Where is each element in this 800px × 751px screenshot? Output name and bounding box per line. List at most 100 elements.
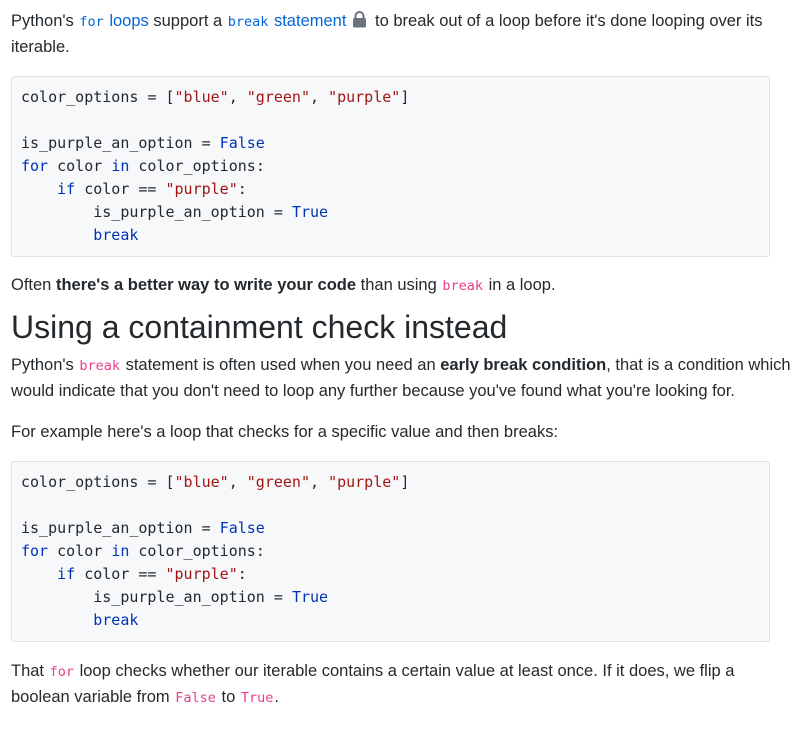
code-whitespace-token — [21, 226, 93, 244]
code-identifier-token: is_purple_an_option — [93, 203, 265, 221]
code-whitespace-token — [156, 180, 165, 198]
last-para-text-2: loop checks whether our iterable contain… — [11, 662, 735, 706]
code-keyword-token: in — [111, 157, 130, 175]
code-identifier-token: color — [84, 565, 130, 583]
code-keyword-token: True — [291, 588, 329, 606]
code-whitespace-token — [21, 203, 93, 221]
example-paragraph: For example here's a loop that checks fo… — [11, 423, 559, 441]
code-string-token: "blue" — [174, 473, 229, 491]
code-punctuation-token: , — [228, 473, 238, 491]
often-text-1: Often — [11, 276, 56, 294]
break-para-bold-text: early break condition — [440, 356, 607, 374]
code-whitespace-token — [283, 203, 292, 221]
code-identifier-token: color — [57, 157, 103, 175]
last-para-text-4: . — [274, 688, 279, 706]
code-line: if color == "purple": — [21, 563, 761, 586]
break-inline-code: break — [79, 358, 120, 374]
code-block-1: color_options = ["blue", "green", "purpl… — [11, 76, 770, 257]
code-keyword-token: for — [21, 157, 49, 175]
code-punctuation-token: : — [255, 542, 265, 560]
true-inline-code: True — [240, 690, 274, 706]
for-loops-link-text: loops — [104, 12, 149, 30]
code-whitespace-token — [156, 565, 165, 583]
code-string-token: "purple" — [328, 473, 401, 491]
article-content: Python's for loops support a break state… — [0, 9, 791, 711]
code-line: color_options = ["blue", "green", "purpl… — [21, 86, 761, 109]
code-punctuation-token: , — [310, 88, 320, 106]
code-identifier-token: color — [57, 542, 103, 560]
code-whitespace-token — [102, 542, 111, 560]
code-punctuation-token: : — [237, 565, 247, 583]
code-keyword-token: break — [93, 611, 139, 629]
code-line-text: is_purple_an_option = True — [21, 588, 328, 606]
intro-paragraph: Python's for loops support a break state… — [11, 9, 791, 60]
for-link-code: for — [79, 14, 104, 30]
code-punctuation-token: ] — [400, 88, 410, 106]
code-punctuation-token: = — [201, 519, 211, 537]
code-line: break — [21, 224, 761, 247]
code-block-2: color_options = ["blue", "green", "purpl… — [11, 461, 770, 642]
often-text-3: in a loop. — [484, 276, 556, 294]
code-line-text: color_options = ["blue", "green", "purpl… — [21, 473, 409, 491]
code-string-token: "blue" — [174, 88, 229, 106]
code-line-text: break — [21, 611, 138, 629]
for-loops-link[interactable]: for loops — [78, 12, 148, 30]
code-keyword-token: for — [21, 542, 49, 560]
code-keyword-token: break — [93, 226, 139, 244]
last-para-text-3: to — [216, 688, 240, 706]
code-whitespace-token — [193, 519, 202, 537]
code-punctuation-token: = — [201, 134, 211, 152]
code-punctuation-token: ] — [400, 473, 410, 491]
code-punctuation-token: == — [138, 180, 157, 198]
section-heading: Using a containment check instead — [11, 309, 508, 345]
code-punctuation-token: : — [255, 157, 265, 175]
code-whitespace-token — [21, 180, 57, 198]
code-string-token: "purple" — [328, 88, 401, 106]
last-paragraph: That for loop checks whether our iterabl… — [11, 659, 791, 711]
code-string-token: "purple" — [165, 565, 238, 583]
code-line-text: break — [21, 226, 138, 244]
break-inline-code: break — [442, 278, 483, 294]
code-punctuation-token: = — [147, 88, 157, 106]
code-line-text: color_options = ["blue", "green", "purpl… — [21, 88, 409, 106]
code-keyword-token: False — [219, 134, 265, 152]
code-identifier-token: color_options — [138, 157, 256, 175]
code-whitespace-token — [75, 180, 84, 198]
last-para-text-1: That — [11, 662, 49, 680]
code-identifier-token: is_purple_an_option — [21, 134, 193, 152]
intro-text-4: to break out of a loop before it's done … — [11, 12, 763, 56]
code-keyword-token: False — [219, 519, 265, 537]
intro-text-1: Python's — [11, 12, 79, 30]
code-whitespace-token — [319, 473, 328, 491]
code-whitespace-token — [238, 473, 247, 491]
code-whitespace-token — [156, 473, 165, 491]
code-line — [21, 109, 761, 132]
code-line: break — [21, 609, 761, 632]
code-line: is_purple_an_option = True — [21, 201, 761, 224]
code-whitespace-token — [238, 88, 247, 106]
intro-text-2: support a — [148, 12, 227, 30]
code-identifier-token: color_options — [21, 473, 139, 491]
code-identifier-token: color_options — [21, 88, 139, 106]
code-keyword-token: if — [57, 180, 76, 198]
break-para-text-3: , that is a condition which would indica… — [11, 356, 791, 400]
code-whitespace-token — [211, 134, 220, 152]
code-punctuation-token: [ — [165, 88, 175, 106]
often-text-2: than using — [356, 276, 442, 294]
code-whitespace-token — [211, 519, 220, 537]
break-statement-link[interactable]: break statement — [227, 12, 347, 30]
code-line-text: if color == "purple": — [21, 180, 247, 198]
code-line: is_purple_an_option = False — [21, 132, 761, 155]
code-whitespace-token — [21, 611, 93, 629]
code-punctuation-token: = — [273, 588, 283, 606]
code-line — [21, 494, 761, 517]
code-whitespace-token — [48, 542, 57, 560]
code-whitespace-token — [265, 203, 274, 221]
code-identifier-token: is_purple_an_option — [93, 588, 265, 606]
code-line: if color == "purple": — [21, 178, 761, 201]
break-statement-link-text: statement — [269, 12, 347, 30]
code-whitespace-token — [156, 88, 165, 106]
code-line-text: is_purple_an_option = False — [21, 134, 265, 152]
code-punctuation-token: [ — [165, 473, 175, 491]
code-keyword-token: True — [291, 203, 329, 221]
